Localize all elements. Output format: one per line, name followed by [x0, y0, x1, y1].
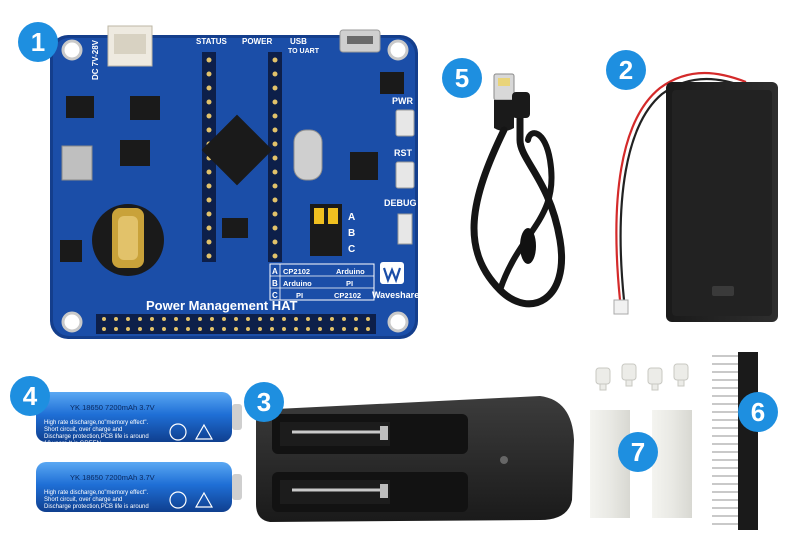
pwr-button [395, 109, 415, 137]
jumper-row-c-right: CP2102 [334, 291, 361, 300]
item-badge-5: 5 [442, 58, 482, 98]
svg-text:YK 18650 7200mAh 3.7V: YK 18650 7200mAh 3.7V [70, 403, 155, 412]
battery-box [613, 71, 778, 322]
rst-label: RST [394, 148, 413, 158]
item-badge-6: 6 [738, 392, 778, 432]
status-label: STATUS [196, 37, 227, 46]
item-badge-2: 2 [606, 50, 646, 90]
pin-header [712, 352, 758, 530]
board-title: Power Management HAT [146, 298, 298, 313]
jumper-row-c-left: PI [296, 291, 303, 300]
jumper-letter-c: C [348, 244, 355, 255]
item-badge-3: 3 [244, 382, 284, 422]
jumper-letter-a: A [348, 212, 355, 223]
debug-label: DEBUG [384, 198, 417, 208]
jumper-row-a-right: Arduino [336, 267, 365, 276]
power-management-hat-board: DC 7V-28V STATUS POWER USB TO UART [50, 25, 419, 339]
battery-charger [256, 396, 574, 522]
jumper-row-b-left: Arduino [283, 279, 312, 288]
jumper-row-a-left: CP2102 [283, 267, 310, 276]
battery-18650-bottom: YK 18650 7200mAh 3.7V High rate discharg… [36, 462, 242, 512]
pwr-label: PWR [392, 96, 413, 106]
nylon-standoffs [590, 363, 692, 518]
jumper-table: A CP2102 Arduino B Arduino PI C PI CP210… [269, 263, 375, 301]
jumper-row-b-right: PI [346, 279, 353, 288]
dc-input-label: DC 7V-28V [91, 39, 100, 80]
jumper-letter-b: B [348, 228, 355, 239]
power-label: POWER [242, 37, 272, 46]
waveshare-logo [380, 262, 404, 284]
crystal [293, 129, 323, 181]
svg-text:Short circuit, over charge and: Short circuit, over charge and [44, 427, 122, 433]
debug-switch [397, 213, 413, 245]
usb-cable [470, 73, 565, 308]
rst-button [395, 161, 415, 189]
brand-label: Waveshare [372, 290, 419, 300]
svg-text:Short circuit, over charge and: Short circuit, over charge and [44, 497, 122, 503]
item-badge-1: 1 [18, 22, 58, 62]
item-badge-4: 4 [10, 376, 50, 416]
svg-text:Discharge protection,PCB life: Discharge protection,PCB life is around [44, 504, 149, 510]
mounting-holes [61, 39, 409, 333]
battery-18650-top: YK 18650 7200mAh 3.7V High rate discharg… [36, 392, 242, 447]
usb-label: USB [290, 37, 307, 46]
svg-text:Discharge protection,PCB life: Discharge protection,PCB life is around [44, 434, 149, 440]
to-uart-label: TO UART [288, 48, 320, 55]
svg-text:10 years.It is GREEN.: 10 years.It is GREEN. [44, 441, 103, 447]
svg-text:High rate discharge,no"memory: High rate discharge,no"memory effect". [44, 420, 149, 426]
svg-text:YK 18650 7200mAh 3.7V: YK 18650 7200mAh 3.7V [70, 473, 155, 482]
jumper-row-c-key: C [272, 291, 278, 300]
svg-text:High rate discharge,no"memory: High rate discharge,no"memory effect". [44, 490, 149, 496]
jumper-row-b-key: B [272, 279, 278, 288]
item-badge-7: 7 [618, 432, 658, 472]
jumper-row-a-key: A [272, 267, 278, 276]
batteries: YK 18650 7200mAh 3.7V High rate discharg… [36, 392, 242, 512]
